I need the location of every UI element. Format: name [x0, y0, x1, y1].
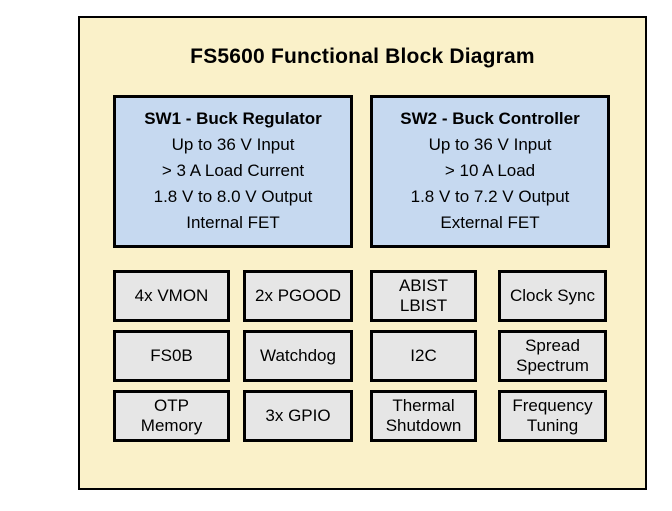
sw1-load-spec: > 3 A Load Current — [161, 161, 305, 180]
block-4x-vmon: 4x VMON — [113, 270, 230, 322]
sw1-title: SW1 - Buck Regulator — [144, 109, 322, 128]
block-watchdog: Watchdog — [243, 330, 353, 382]
sw2-load-spec: > 10 A Load — [444, 161, 536, 180]
block-abist-lbist: ABIST LBIST — [370, 270, 477, 322]
block-clock-sync: Clock Sync — [498, 270, 607, 322]
block-otp-memory: OTP Memory — [113, 390, 230, 442]
sw2-buck-controller-box: SW2 - Buck Controller Up to 36 V Input >… — [370, 95, 610, 248]
block-fs0b: FS0B — [113, 330, 230, 382]
sw1-input-spec: Up to 36 V Input — [171, 135, 295, 154]
sw2-output-spec: 1.8 V to 7.2 V Output — [410, 187, 570, 206]
sw1-fet-spec: Internal FET — [186, 213, 280, 232]
sw1-output-spec: 1.8 V to 8.0 V Output — [153, 187, 313, 206]
sw1-buck-regulator-box: SW1 - Buck Regulator Up to 36 V Input > … — [113, 95, 353, 248]
block-frequency-tuning: Frequency Tuning — [498, 390, 607, 442]
diagram-title: FS5600 Functional Block Diagram — [190, 45, 535, 68]
block-3x-gpio: 3x GPIO — [243, 390, 353, 442]
sw2-title: SW2 - Buck Controller — [400, 109, 580, 128]
block-thermal-shutdown: Thermal Shutdown — [370, 390, 477, 442]
block-spread-spectrum: Spread Spectrum — [498, 330, 607, 382]
block-i2c: I2C — [370, 330, 477, 382]
sw2-fet-spec: External FET — [440, 213, 540, 232]
sw2-input-spec: Up to 36 V Input — [428, 135, 552, 154]
block-2x-pgood: 2x PGOOD — [243, 270, 353, 322]
